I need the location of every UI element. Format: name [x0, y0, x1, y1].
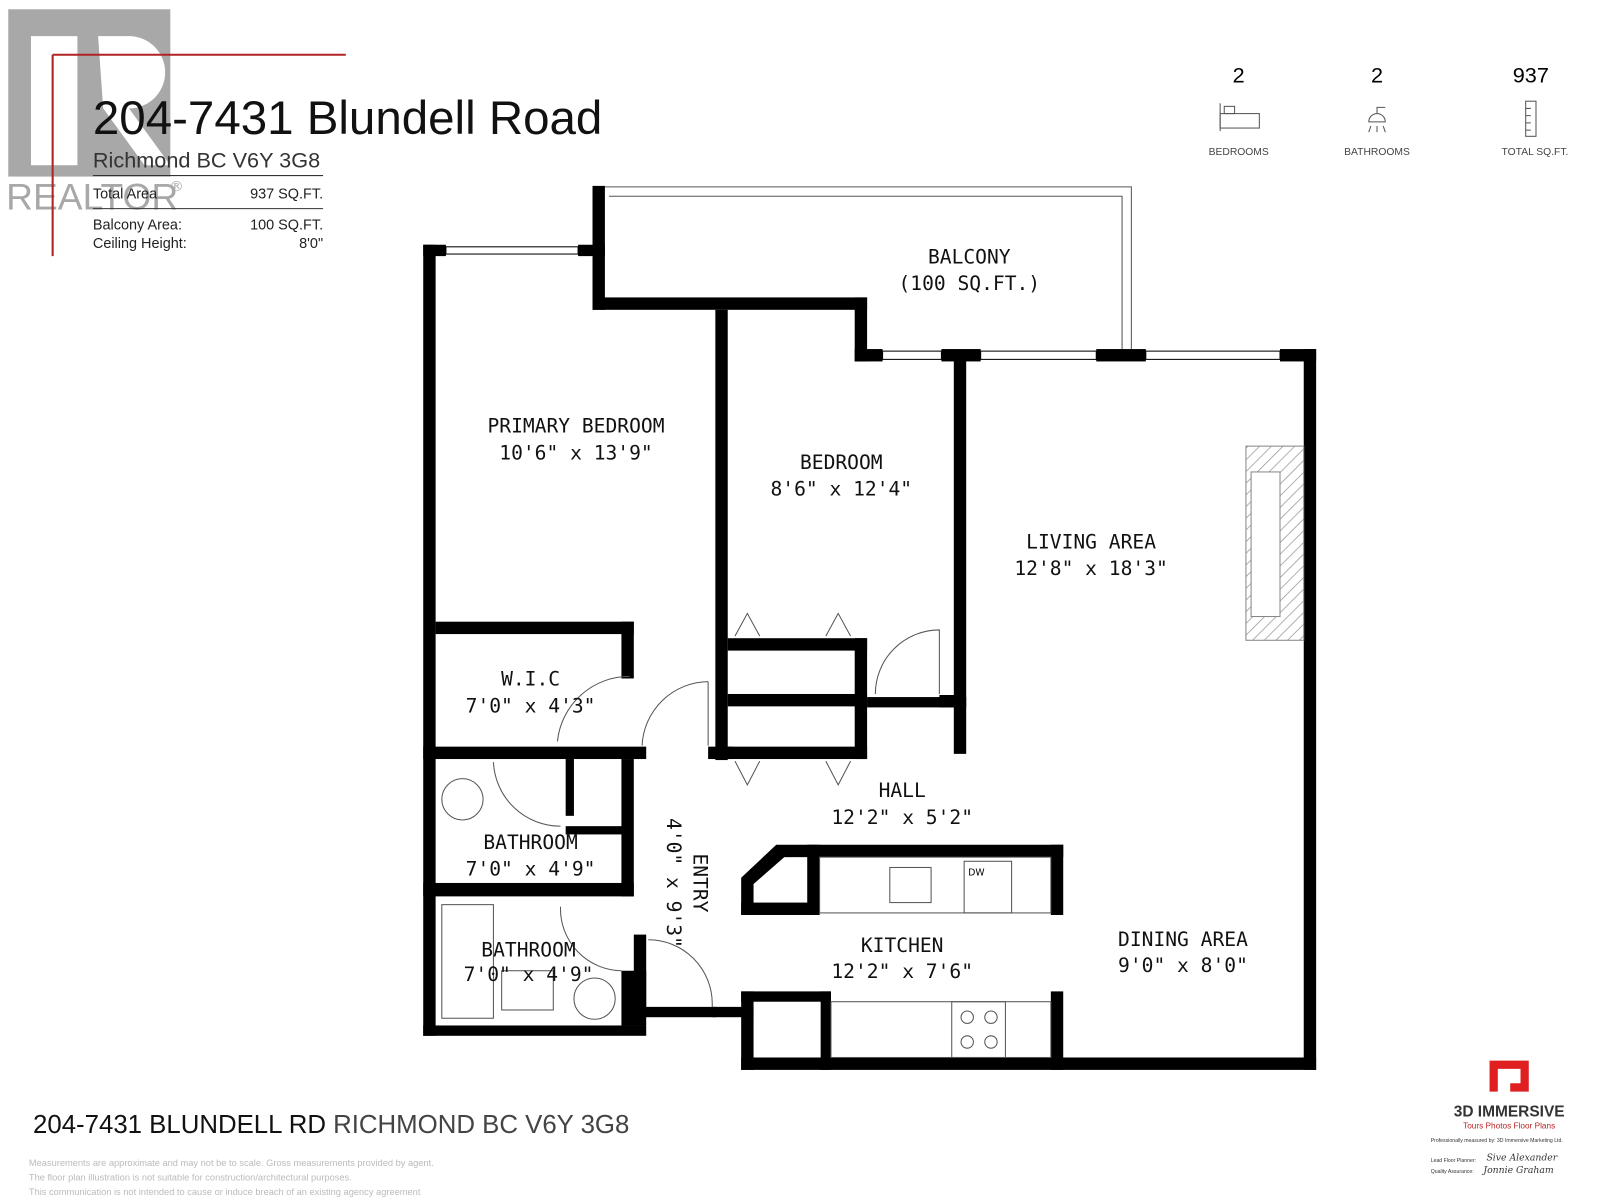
window [882, 350, 942, 360]
room-name: W.I.C [501, 668, 560, 691]
page-title: 204-7431 Blundell Road [93, 92, 602, 145]
brand-name: 3D IMMERSIVE [1454, 1103, 1565, 1120]
balcony-outline [604, 186, 1132, 350]
disclaimer-line: Measurements are approximate and may not… [29, 1158, 434, 1168]
room-size: 12'2" x 5'2" [831, 806, 973, 829]
room-size: 4'0" x 9'3" [662, 818, 685, 948]
stat-bathrooms: 2 BATHROOMS [1344, 63, 1410, 158]
ceiling-height-label: Ceiling Height: [93, 236, 187, 252]
brand-logo: 3D IMMERSIVE Tours Photos Floor Plans Pr… [1431, 1060, 1565, 1176]
stat-value: 937 [1513, 63, 1549, 88]
room-size: (100 SQ.FT.) [898, 272, 1040, 295]
qa-label: Quality Assurance: [1431, 1169, 1474, 1175]
disclaimer-line: This communication is not intended to ca… [29, 1187, 421, 1197]
signature: Sive Alexander [1486, 1153, 1557, 1164]
room-size: 12'2" x 7'6" [831, 960, 973, 983]
room-name: LIVING AREA [1026, 530, 1156, 553]
measured-by: Professionally measured by: 3D Immersive… [1431, 1138, 1563, 1144]
room-size: 10'6" x 13'9" [499, 442, 652, 465]
registered-mark: ® [169, 179, 183, 195]
disclaimer-line: The floor plan illustration is not suita… [29, 1172, 352, 1182]
lead-label: Lead Floor Planner: [1431, 1158, 1476, 1164]
room-size: 7'0" x 4'9" [464, 963, 594, 986]
floor-plan: DW BALCONY (100 SQ.FT.) PRIMARY BEDROOM … [423, 185, 1317, 1070]
ruler-icon [1525, 100, 1537, 137]
footer-address-bold: 204-7431 BLUNDELL RD [33, 1111, 326, 1139]
footer-address-light: RICHMOND BC V6Y 3G8 [333, 1111, 629, 1139]
signature: Jonnie Graham [1481, 1165, 1554, 1176]
subtitle: Richmond BC V6Y 3G8 [93, 147, 320, 172]
room-name: BATHROOM [481, 938, 575, 961]
footer-address: 204-7431 BLUNDELL RD RICHMOND BC V6Y 3G8 [33, 1111, 629, 1139]
room-size: 7'0" x 4'3" [466, 695, 596, 718]
room-name: BEDROOM [800, 451, 883, 474]
room-name: PRIMARY BEDROOM [487, 415, 664, 438]
room-name: HALL [879, 779, 926, 802]
realtor-logo: REALTOR ® [6, 9, 346, 257]
stat-total-sqft: 937 TOTAL SQ.FT. [1502, 63, 1569, 158]
stat-label: BATHROOMS [1344, 147, 1410, 158]
sliding-door [980, 350, 1097, 360]
room-name: DINING AREA [1118, 928, 1248, 951]
room-size: 12'8" x 18'3" [1014, 557, 1167, 580]
room-name: BALCONY [928, 245, 1011, 268]
dishwasher-label: DW [968, 868, 984, 879]
stat-value: 2 [1233, 63, 1245, 88]
room-name: KITCHEN [861, 934, 944, 957]
bed-icon [1219, 103, 1260, 132]
stat-value: 2 [1371, 63, 1383, 88]
room-size: 7'0" x 4'9" [466, 858, 596, 881]
window [445, 246, 579, 255]
shower-icon [1368, 106, 1386, 133]
balcony-area-label: Balcony Area: [93, 217, 182, 233]
window [1145, 350, 1281, 360]
total-area-label: Total Area [93, 186, 158, 202]
ceiling-height-value: 8'0" [299, 236, 323, 252]
room-size: 9'0" x 8'0" [1118, 954, 1248, 977]
stat-label: TOTAL SQ.FT. [1502, 147, 1569, 158]
room-size: 8'6" x 12'4" [770, 478, 912, 501]
room-name: ENTRY [689, 853, 712, 912]
balcony-area-value: 100 SQ.FT. [250, 217, 323, 233]
stat-bedrooms: 2 BEDROOMS [1209, 63, 1269, 158]
room-name: BATHROOM [483, 831, 577, 854]
realtor-wordmark: REALTOR [6, 176, 178, 218]
total-area-value: 937 SQ.FT. [250, 186, 323, 202]
stat-label: BEDROOMS [1209, 147, 1269, 158]
brand-tagline: Tours Photos Floor Plans [1463, 1122, 1555, 1131]
